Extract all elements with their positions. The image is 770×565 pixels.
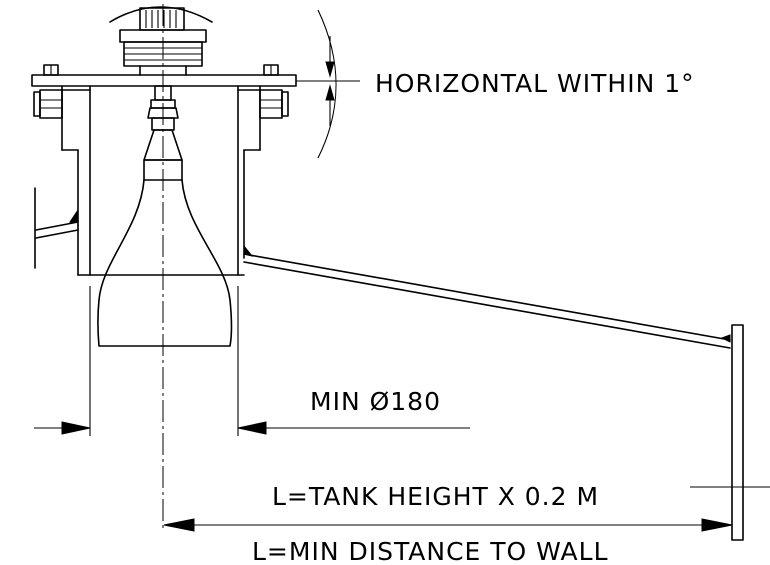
flange-plate [31, 65, 297, 87]
horizontal-tolerance-label: HORIZONTAL WITHIN 1° [375, 69, 695, 98]
horizontal-angle-indicator: HORIZONTAL WITHIN 1° [296, 9, 695, 159]
tank-wall-right [731, 324, 744, 541]
tank-roof [35, 208, 731, 349]
length-formula-label: L=TANK HEIGHT X 0.2 M [272, 482, 599, 511]
nozzle-flange [61, 85, 261, 259]
bolt-right [259, 64, 289, 119]
length-definition-label: L=MIN DISTANCE TO WALL [252, 537, 609, 565]
min-diameter-label: MIN Ø180 [310, 387, 441, 416]
min-diameter-dimension: MIN Ø180 [34, 286, 470, 436]
housing-head [109, 6, 213, 67]
antenna-horn [97, 179, 233, 347]
antenna-stem [143, 85, 183, 181]
distance-to-wall-dimension: L=TANK HEIGHT X 0.2 M L=MIN DISTANCE TO … [163, 482, 770, 565]
bolt-left [33, 64, 63, 119]
